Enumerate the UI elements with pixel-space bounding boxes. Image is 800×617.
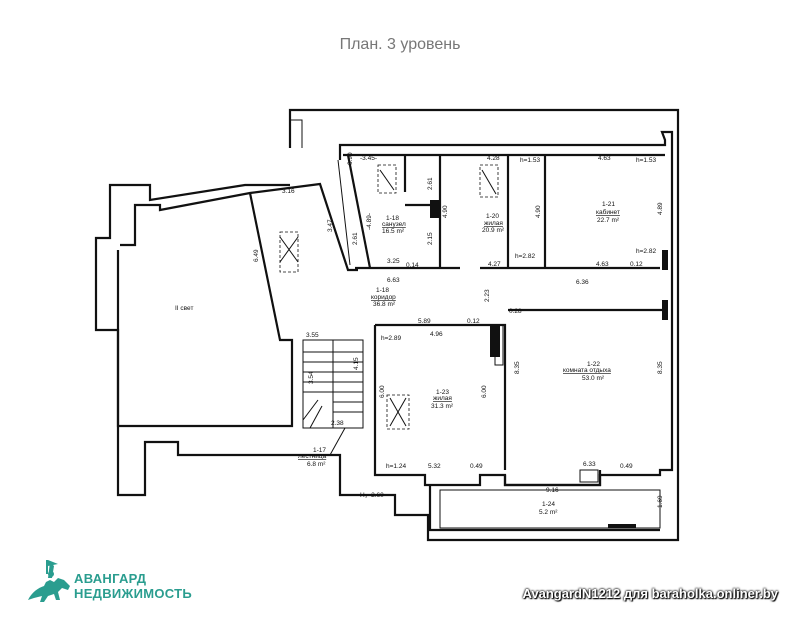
dim-label: 3.16 [282,188,295,195]
dim-label: 3.47 [327,219,334,232]
second-light-label: II свет [175,305,193,312]
dim-label: h=1.24 [386,463,406,470]
dim-label: 0.49 [620,463,633,470]
dim-label: 5.89 [418,318,431,325]
room-area: 20.9 m² [482,227,505,234]
dim-label: 3.25 [387,258,400,265]
room-id: 1-20 [486,213,499,220]
room-id: 1-17 [313,447,326,454]
dim-label: -4.89- [366,213,373,230]
dim-label: 4.63 [598,155,611,162]
dim-label: 4.15 [353,357,360,370]
room-area: 6.8 m² [307,461,326,468]
plan-title: План. 3 уровень [339,36,461,53]
room-id: 1-23 [436,389,449,396]
dim-label: 4.89 [657,202,664,215]
room-name: коридор [371,294,396,301]
room-id: 1-18 [376,287,389,294]
room-name: лестница [298,453,327,460]
room-area: 36.8 m² [373,301,396,308]
dim-label: 9.16 [546,487,559,494]
dimension-labels: -3.45- 0.90 4.28 h=1.53 4.63 h=1.53 3.16… [253,152,664,508]
dim-label: 2.61 [427,177,434,190]
dim-label: -3.45- [360,155,377,162]
dim-label: 2.38 [331,420,344,427]
dim-label: 8.35 [514,361,521,374]
dim-label: 0.28 [509,308,522,315]
dim-label: 0.14 [406,262,419,269]
dim-label: 6.63 [387,277,400,284]
room-id: 1-22 [587,361,600,368]
room-name: кабинет [596,208,620,216]
dim-label: 2.23 [484,289,491,302]
dim-label: h=2.89 [381,335,401,342]
dim-label: 6.00 [379,385,386,398]
dim-label: 8.35 [657,361,664,374]
room-area: 5.2 m² [539,509,558,516]
dim-label: 1.69 [657,495,664,508]
dim-label: 5.32 [428,463,441,470]
room-area: 31.3 m² [431,403,454,410]
dim-label: 6.00 [481,385,488,398]
watermark: AvangardN1212 для baraholka.onliner.by [522,586,778,601]
room-area: 53.0 m² [582,375,605,382]
dim-label: H₃=2.60 [360,492,384,499]
logo-text-line2: НЕДВИЖИМОСТЬ [74,586,193,601]
level-walls [337,130,674,532]
room-id: 1-18 [386,215,399,222]
dim-label: 6.33 [583,461,596,468]
room-area: 16.5 m² [382,228,405,235]
dim-label: 0.49 [470,463,483,470]
logo-text-line1: АВАНГАРД [74,571,147,586]
dim-label: 0.90 [347,152,354,165]
dim-label: 4.90 [442,205,449,218]
dim-label: 6.49 [253,249,260,262]
dim-label: 4.28 [487,155,500,162]
dim-label: 4.27 [488,261,501,268]
dim-label: 3.55 [306,332,319,339]
dim-label: 2.15 [427,232,434,245]
room-name: жилая [484,220,503,227]
dim-label: h=1.53 [520,157,540,164]
dim-label: 3.54 [308,371,315,384]
dim-label: 0.12 [467,318,480,325]
room-name: комната отдыха [563,367,611,374]
room-id: 1-24 [542,501,555,508]
room-labels: II свет 1-18 санузел 16.5 m² 1-20 жилая … [175,201,620,516]
second-light-zone [116,182,358,428]
room-area: 22.7 m² [597,217,620,224]
outer-outline [94,108,680,542]
dim-label: 2.61 [352,232,359,245]
dim-label: 4.63 [596,261,609,268]
agency-logo-icon [28,560,70,602]
fixtures [377,164,499,430]
staircase [302,339,364,456]
room-name: санузел [382,221,406,228]
dim-label: 4.90 [535,205,542,218]
dim-label: h=2.82 [515,253,535,260]
room-name: жилая [433,395,452,402]
dim-label: 6.36 [576,279,589,286]
dim-label: h=1.53 [636,157,656,164]
dim-label: h=2.82 [636,248,656,255]
dim-label: 0.12 [630,261,643,268]
dim-label: 4.96 [430,331,443,338]
room-id: 1-21 [602,201,615,208]
